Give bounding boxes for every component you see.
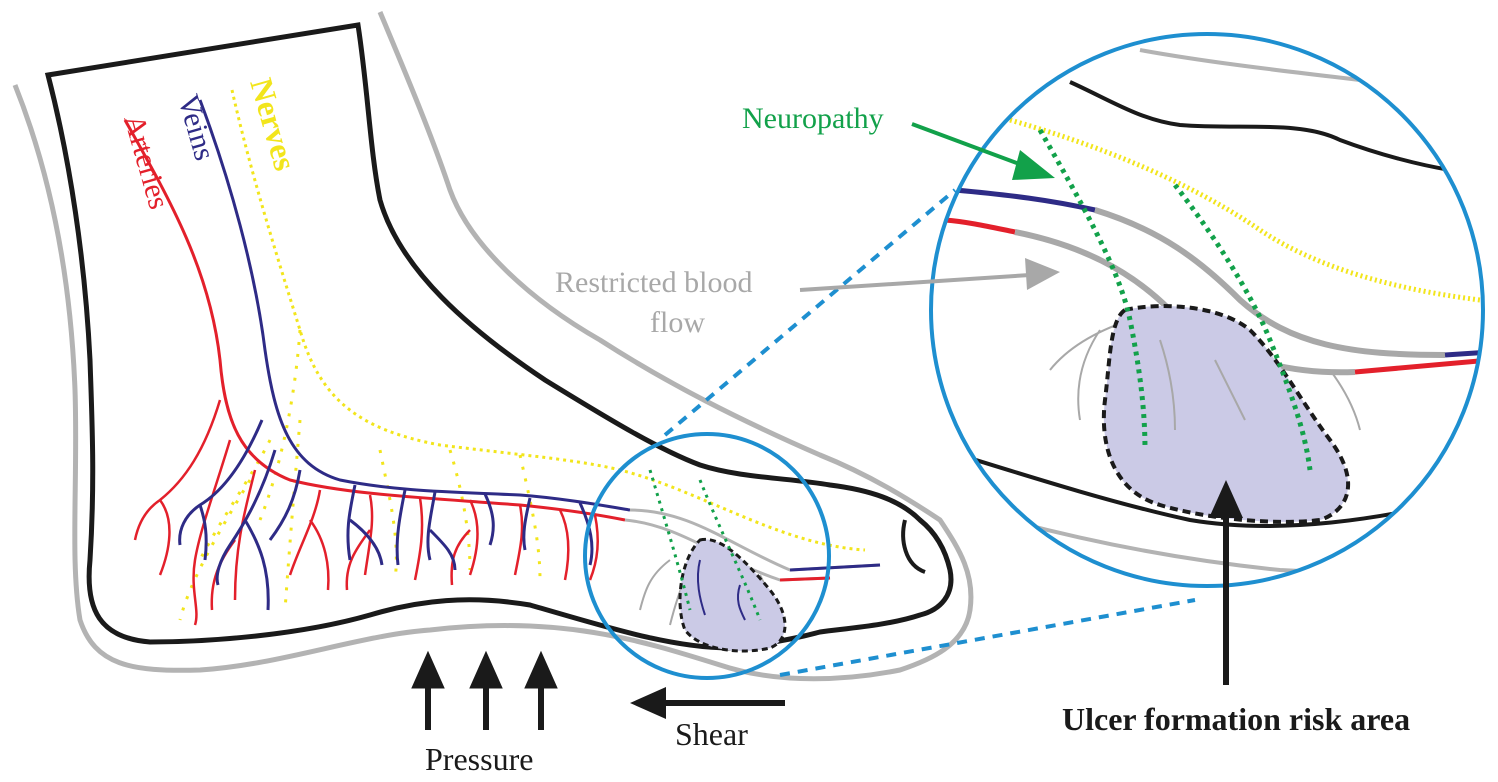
artery-main xyxy=(123,119,626,522)
pressure-arrows xyxy=(411,650,558,730)
toe-line xyxy=(901,519,926,574)
large-zoom-circle xyxy=(929,32,1485,588)
ulcer-label: Ulcer formation risk area xyxy=(1062,701,1410,737)
shear-label: Shear xyxy=(675,716,748,752)
neuropathy-arrow xyxy=(911,122,1055,180)
restricted-label-line1: Restricted blood xyxy=(555,266,752,299)
small-neuropathy xyxy=(648,469,762,621)
restricted-arrow xyxy=(799,258,1060,292)
zoom-connectors xyxy=(663,188,1196,677)
vein-main xyxy=(198,99,631,512)
nerve-main xyxy=(230,89,866,552)
neuropathy-label: Neuropathy xyxy=(742,102,884,135)
vein-branches xyxy=(178,419,594,611)
small-ulcer-area xyxy=(678,537,787,653)
zoom-content xyxy=(944,48,1483,574)
nerve-branches xyxy=(178,329,542,621)
ulcer-arrow xyxy=(1209,480,1243,685)
restricted-label-line2: flow xyxy=(650,306,705,339)
outer-foot-contour xyxy=(12,11,974,682)
skin-outline xyxy=(44,22,954,651)
shear-arrow xyxy=(630,687,785,719)
nerves-label: Nerves xyxy=(243,74,304,174)
small-dark-vessels xyxy=(696,559,746,621)
ulcer-area xyxy=(1101,304,1350,524)
pressure-label: Pressure xyxy=(425,741,533,777)
arteries-label: Arteries xyxy=(117,111,175,213)
veins-label: Veins xyxy=(171,91,221,164)
small-zoom-circle xyxy=(583,432,831,680)
